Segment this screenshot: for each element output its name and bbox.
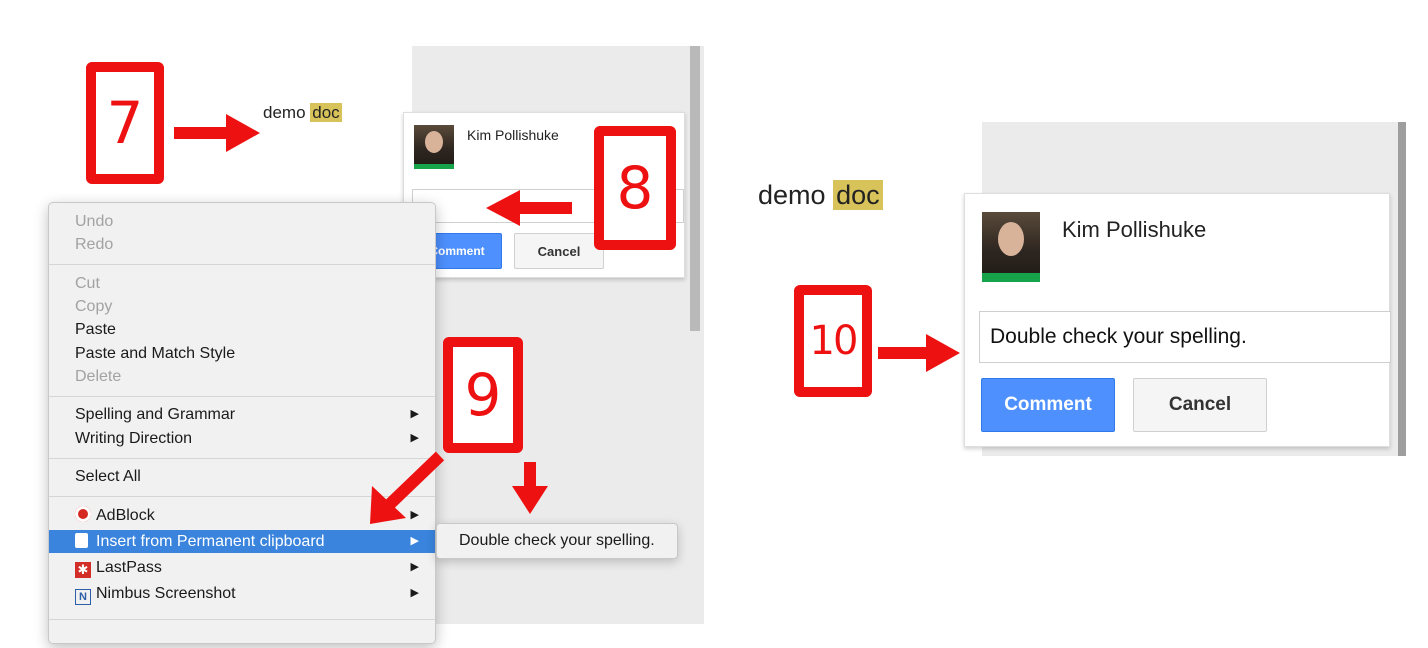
comment-button[interactable]: Comment [981,378,1115,432]
arrow-down-left-icon [366,450,446,526]
annotation-number: 8 [616,154,654,222]
comment-author: Kim Pollishuke [467,127,559,143]
menu-item-undo[interactable]: Undo [75,213,114,230]
scrollbar[interactable] [1398,122,1406,456]
submenu-item-double-check[interactable]: Double check your spelling. [459,532,655,549]
comment-input[interactable]: Double check your spelling. [979,311,1391,363]
scrollbar[interactable] [690,46,700,331]
menu-separator [49,396,435,397]
menu-item-spelling-grammar[interactable]: Spelling and Grammar ▶ [49,403,435,426]
submenu-arrow-icon: ▶ [410,561,419,573]
arrow-down-icon [512,462,548,514]
adblock-icon [75,506,91,522]
doc-text: demo doc [263,103,342,123]
menu-separator [49,619,435,620]
clipboard-icon [75,533,88,548]
avatar [982,212,1040,282]
cancel-button[interactable]: Cancel [1133,378,1267,432]
annotation-number: 7 [106,89,144,157]
submenu-arrow-icon: ▶ [410,432,419,444]
menu-separator [49,458,435,459]
comment-input-value: Double check your spelling. [990,325,1247,348]
menu-item-delete[interactable]: Delete [75,368,122,385]
lastpass-icon: ✱ [75,562,91,578]
permanent-clipboard-submenu: Double check your spelling. [436,523,678,559]
annotation-step-8: 8 [594,126,676,250]
menu-item-select-all[interactable]: Select All [75,468,141,485]
menu-item-cut[interactable]: Cut [75,275,100,292]
annotation-step-9: 9 [443,337,523,453]
context-menu: Undo Redo Cut Copy Paste Paste and Match… [48,202,436,644]
menu-item-writing-direction[interactable]: Writing Direction ▶ [49,427,435,450]
submenu-arrow-icon: ▶ [410,535,419,547]
menu-item-insert-permanent-clipboard[interactable]: Insert from Permanent clipboard ▶ [49,530,435,553]
avatar [414,125,454,169]
menu-separator [49,264,435,265]
highlighted-word: doc [310,103,342,122]
menu-item-lastpass[interactable]: ✱LastPass ▶ [49,556,435,579]
annotation-number: 9 [464,361,502,429]
arrow-right-icon [878,334,960,372]
menu-separator [49,496,435,497]
nimbus-icon: N [75,589,91,605]
submenu-arrow-icon: ▶ [410,408,419,420]
doc-word: demo [758,180,826,210]
comment-card-tail [391,112,405,132]
arrow-right-icon [174,114,260,152]
annotation-step-10: 10 [794,285,872,397]
cancel-button[interactable]: Cancel [514,233,604,269]
doc-word: demo [263,103,306,122]
menu-item-redo[interactable]: Redo [75,236,114,253]
doc-text: demo doc [758,180,883,211]
menu-item-adblock[interactable]: AdBlock ▶ [49,504,435,527]
comment-card-tail [938,193,964,221]
annotation-number: 10 [809,318,859,364]
arrow-left-icon [486,190,572,226]
comment-author: Kim Pollishuke [1062,217,1207,242]
highlighted-word: doc [833,180,883,210]
submenu-arrow-icon: ▶ [410,587,419,599]
menu-item-paste-match-style[interactable]: Paste and Match Style [75,345,236,362]
annotation-step-7: 7 [86,62,164,184]
comment-card: Kim Pollishuke Double check your spellin… [964,193,1391,447]
menu-item-paste[interactable]: Paste [75,321,116,338]
menu-item-copy[interactable]: Copy [75,298,113,315]
submenu-arrow-icon: ▶ [410,509,419,521]
